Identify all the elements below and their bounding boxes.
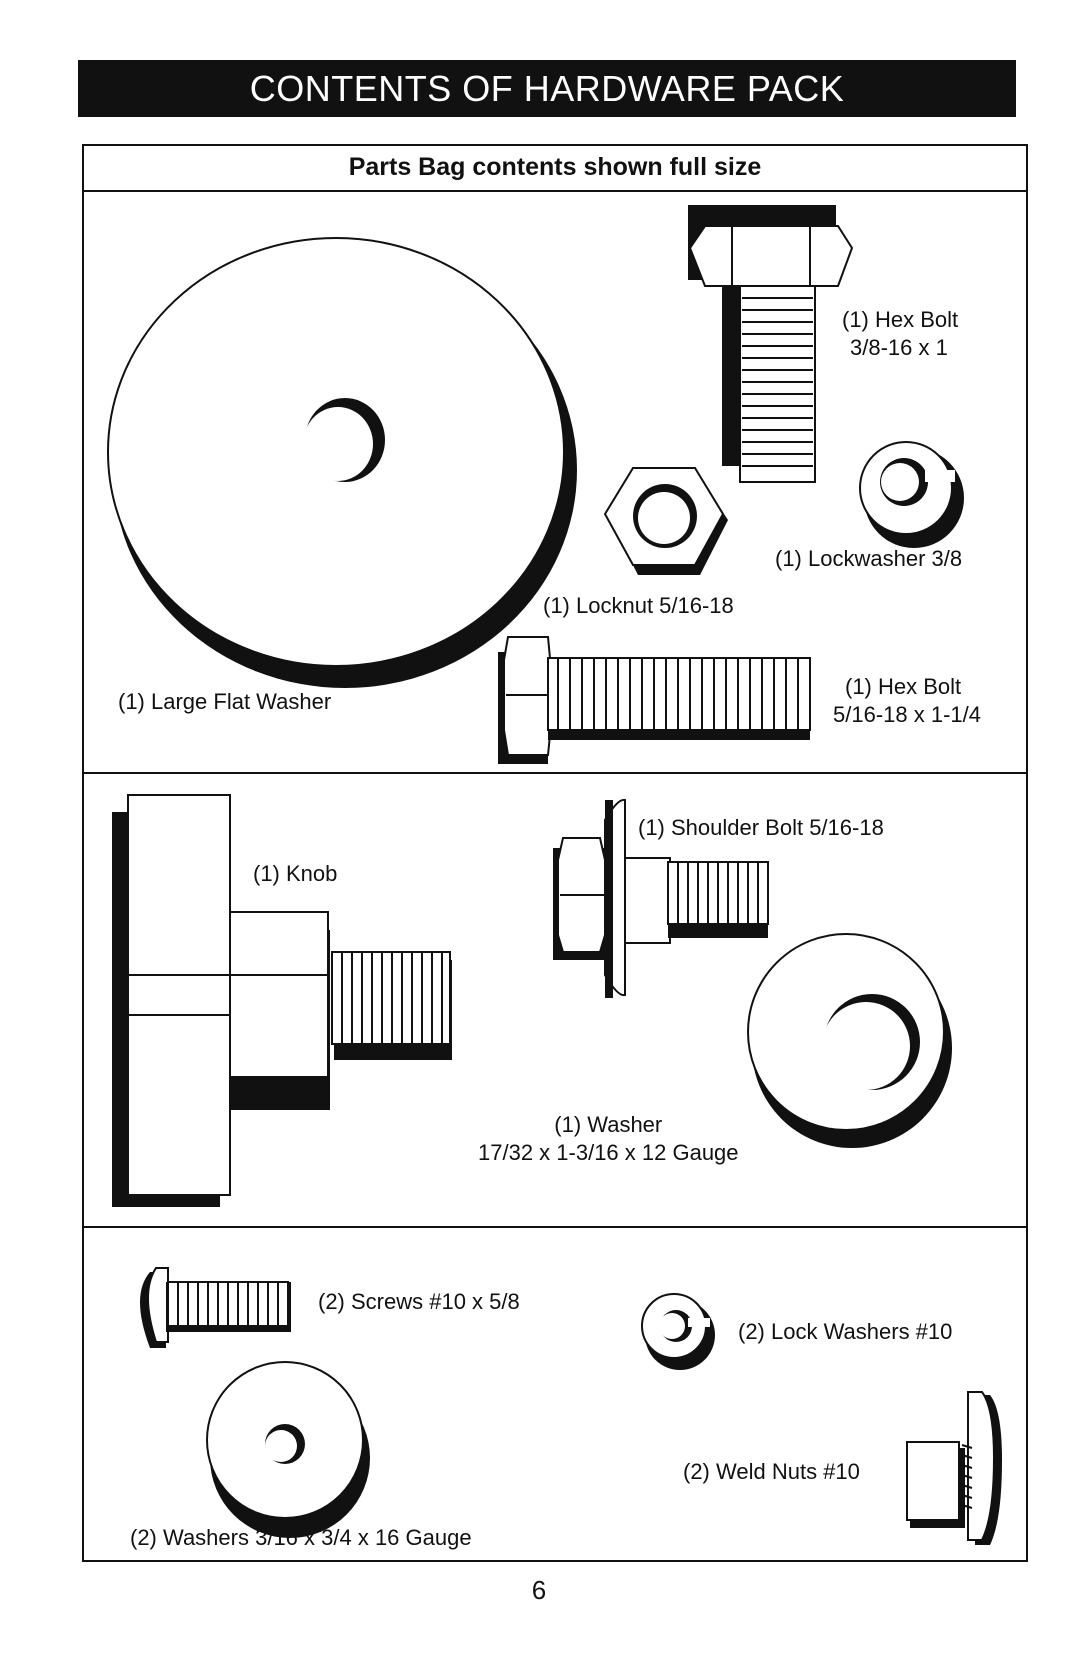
screws-label: (2) Screws #10 x 5/8	[318, 1289, 520, 1314]
weld-nut-icon	[906, 1391, 1002, 1545]
knob-label: (1) Knob	[253, 861, 338, 886]
large-flat-washer-icon	[107, 237, 577, 688]
hex-bolt-b-size: 5/16-18 x 1-1/4	[833, 702, 981, 727]
weld-nuts-label: (2) Weld Nuts #10	[683, 1459, 860, 1484]
hex-bolt-long-icon	[498, 636, 811, 764]
washer-size: 17/32 x 1-3/16 x 12 Gauge	[478, 1140, 739, 1165]
screw-icon	[140, 1267, 291, 1348]
lockwasher-icon	[859, 441, 964, 548]
washer-small-icon	[206, 1361, 370, 1538]
hex-bolt-b-name: (1) Hex Bolt	[845, 674, 962, 699]
section-divider-2	[82, 1226, 1028, 1228]
shoulder-bolt-icon	[553, 798, 769, 998]
knob-icon	[112, 794, 452, 1207]
washer-name: (1) Washer	[554, 1112, 663, 1137]
hex-bolt-b-label: (1) Hex Bolt 5/16-18 x 1-1/4	[833, 673, 981, 729]
page-number: 6	[531, 1575, 547, 1605]
washers-small-label: (2) Washers 3/16 x 3/4 x 16 Gauge	[130, 1525, 472, 1550]
washer-medium-icon	[747, 933, 952, 1148]
page-banner: CONTENTS OF HARDWARE PACK	[78, 60, 1016, 117]
locknut-icon	[603, 467, 728, 575]
lock-washer-small-icon	[641, 1293, 715, 1370]
parts-frame	[82, 144, 1028, 1562]
lock-washers-label: (2) Lock Washers #10	[738, 1319, 953, 1344]
large-flat-washer-label: (1) Large Flat Washer	[118, 689, 332, 714]
section-divider-1	[82, 772, 1028, 774]
lockwasher-label: (1) Lockwasher 3/8	[775, 546, 963, 571]
shoulder-bolt-label: (1) Shoulder Bolt 5/16-18	[638, 815, 884, 840]
parts-subheading: Parts Bag contents shown full size	[82, 144, 1028, 192]
hex-bolt-a-name: (1) Hex Bolt	[842, 307, 959, 332]
hex-bolt-large-icon	[688, 205, 854, 483]
locknut-label: (1) Locknut 5/16-18	[543, 593, 734, 618]
hex-bolt-a-label: (1) Hex Bolt 3/8-16 x 1	[842, 306, 958, 362]
hex-bolt-a-size: 3/8-16 x 1	[850, 335, 948, 360]
washer-label: (1) Washer 17/32 x 1-3/16 x 12 Gauge	[478, 1111, 739, 1167]
